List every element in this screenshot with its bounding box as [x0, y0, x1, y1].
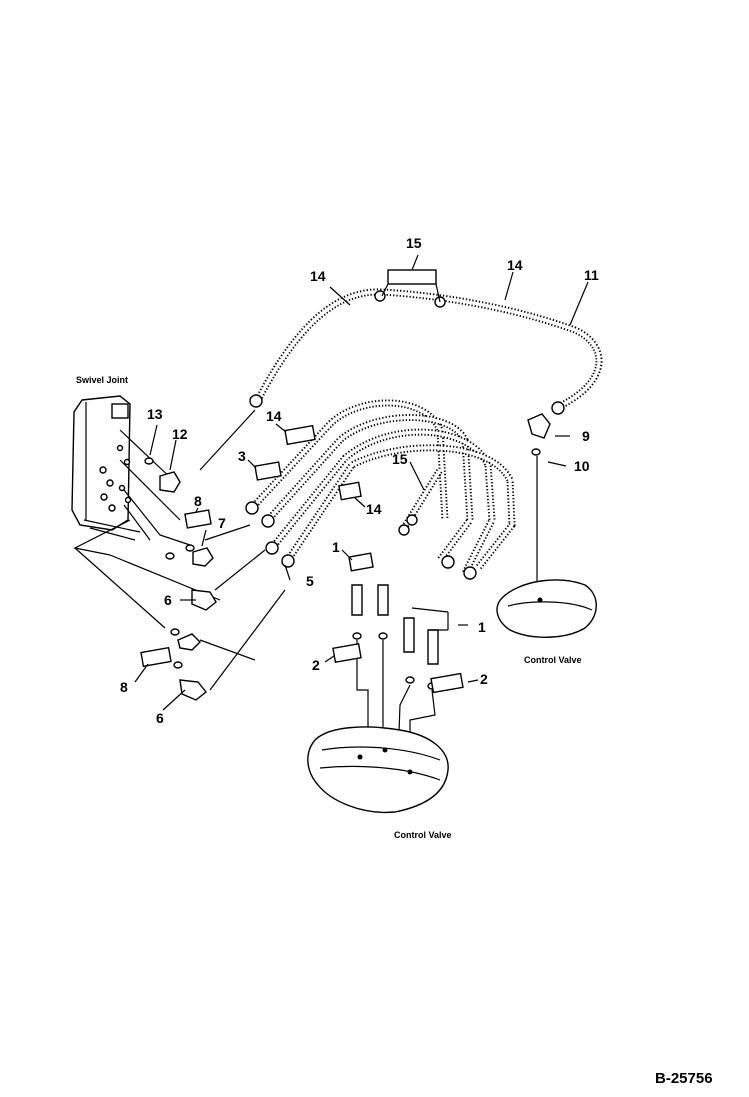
callout-11: 11 [584, 267, 599, 283]
swivel-joint-label: Swivel Joint [76, 375, 128, 385]
callout-2-right: 2 [480, 671, 488, 687]
callout-14-middle: 14 [266, 408, 282, 424]
control-valve-bottom [307, 726, 449, 814]
callout-9: 9 [582, 428, 590, 444]
callout-7: 7 [218, 515, 226, 531]
control-valve-right [496, 579, 597, 638]
callout-10: 10 [574, 458, 590, 474]
callout-6-upper: 6 [164, 592, 172, 608]
control-valve-right-label: Control Valve [524, 655, 582, 665]
control-valve-bottom-label: Control Valve [394, 830, 452, 840]
callout-1-left: 1 [332, 539, 340, 555]
drawing-code: B-25756 [655, 1070, 713, 1087]
adapters [351, 584, 439, 665]
callout-15-middle: 15 [392, 451, 408, 467]
hose-assemblies [249, 288, 603, 575]
callout-1-right: 1 [478, 619, 486, 635]
elbow-fittings [159, 413, 551, 701]
port-leader-lines [73, 409, 286, 691]
swivel-joint [71, 395, 141, 541]
callout-6-lower: 6 [156, 710, 164, 726]
callout-3: 3 [238, 448, 246, 464]
hose-end-nuts [245, 290, 565, 580]
callout-13: 13 [147, 406, 163, 422]
callout-14-lower: 14 [366, 501, 382, 517]
callout-brackets [134, 254, 589, 711]
callout-8-lower: 8 [120, 679, 128, 695]
callout-2-left: 2 [312, 657, 320, 673]
callout-12: 12 [172, 426, 188, 442]
callout-14-right-top: 14 [507, 257, 523, 273]
callout-14-left-top: 14 [310, 268, 326, 284]
callout-15-top: 15 [406, 235, 422, 251]
callout-5: 5 [306, 573, 314, 589]
callout-8-upper: 8 [194, 493, 202, 509]
